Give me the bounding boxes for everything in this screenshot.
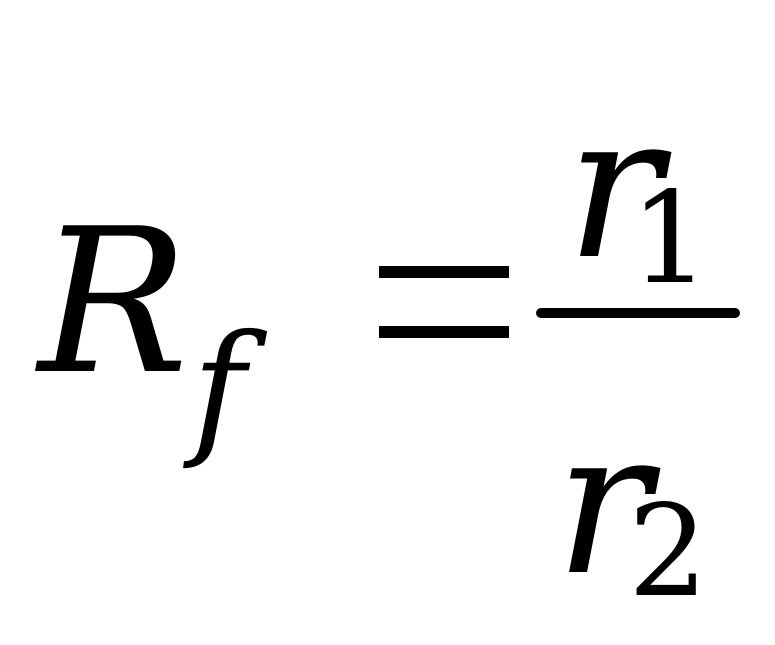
numerator-symbol: r: [566, 71, 662, 304]
lhs-symbol: R: [38, 186, 189, 419]
numerator-subscript: 1: [630, 165, 711, 312]
lhs-subscript: f: [192, 304, 246, 473]
denominator-symbol: r: [555, 387, 651, 620]
equals-sign-top-bar: [379, 266, 509, 278]
fraction-bar: [536, 308, 740, 318]
equals-sign-bottom-bar: [379, 326, 509, 338]
denominator-subscript: 2: [628, 478, 709, 625]
